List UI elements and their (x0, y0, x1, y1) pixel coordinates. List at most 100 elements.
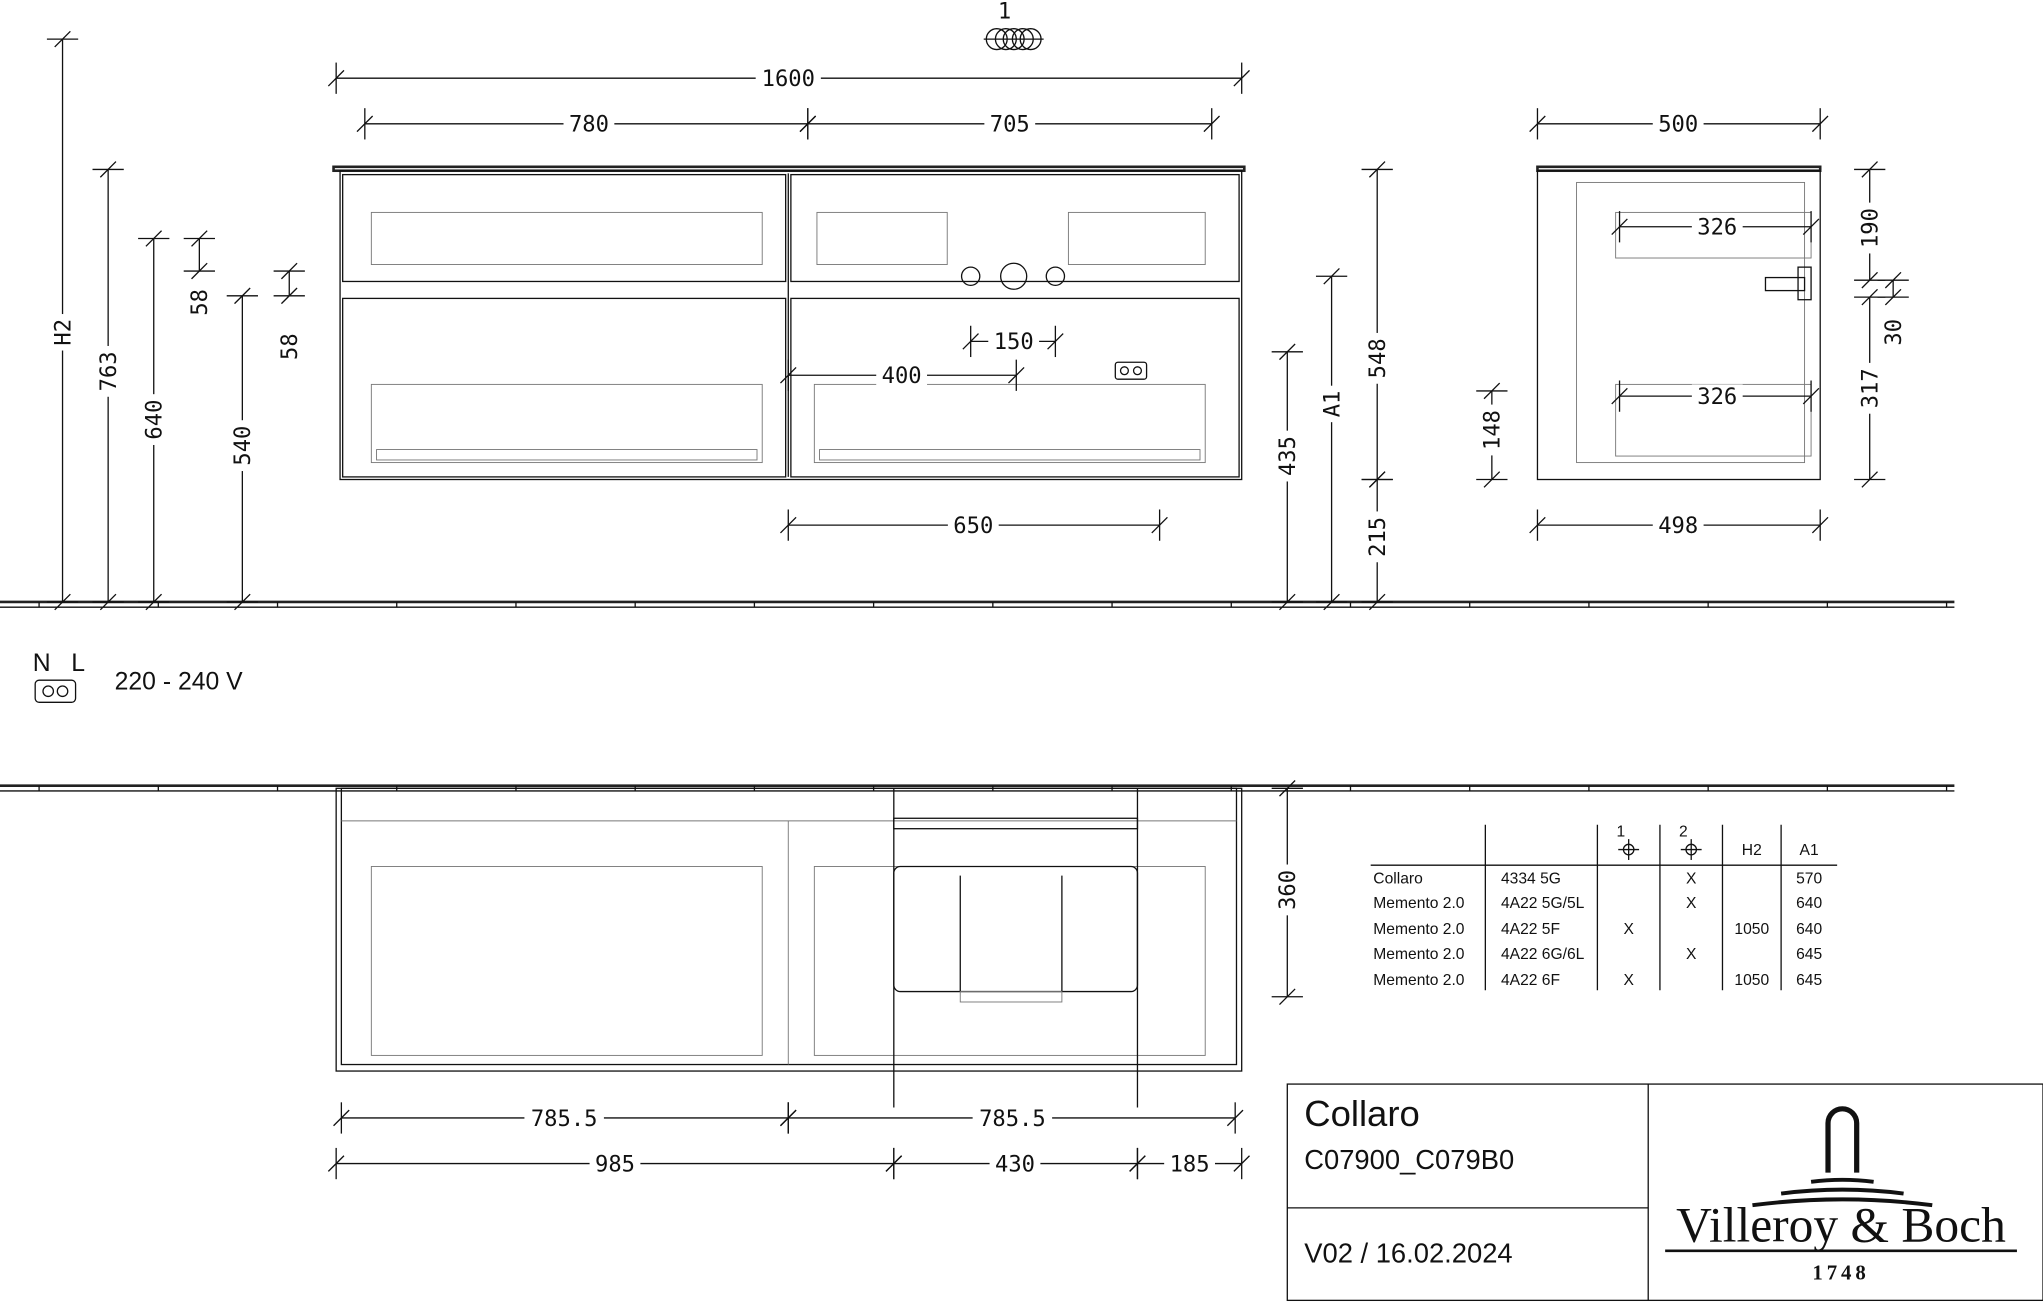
table-cell: Memento 2.0 (1373, 921, 1465, 938)
top-view-cabinet (335, 787, 1243, 1108)
table-row: Memento 2.0 4A22 5G/5L X 640 (1373, 895, 1822, 912)
dim-400-label: 400 (882, 363, 922, 389)
dim-h2: H2 (46, 30, 79, 611)
dim-640: 640 (138, 230, 170, 611)
dim-317-label: 317 (1858, 368, 1884, 408)
view-marker-label: 1 (998, 0, 1011, 24)
dim-400: 400 (779, 359, 1025, 391)
dim-58-a: 58 (183, 230, 215, 321)
dim-30-label: 30 (1881, 319, 1907, 346)
dim-30: 30 (1877, 271, 1909, 351)
dim-58-b: 58 (273, 262, 305, 365)
dim-190-label: 190 (1858, 208, 1884, 248)
dim-190: 190 (1854, 161, 1886, 289)
header-a1: A1 (1800, 842, 1819, 859)
table-cell: Memento 2.0 (1373, 895, 1465, 912)
power-socket-icon (34, 679, 77, 703)
dim-326-upper: 326 (1611, 211, 1820, 243)
neutral-label: N (33, 650, 51, 677)
dim-780: 780 (356, 108, 817, 140)
brand-name: Villeroy & Boch (1676, 1198, 2006, 1253)
dim-h2-label: H2 (50, 319, 76, 346)
dim-540-label: 540 (230, 426, 256, 466)
table-cell: 645 (1796, 946, 1822, 963)
side-view-cabinet (1536, 165, 1822, 481)
dim-435-label: 435 (1275, 436, 1301, 476)
dim-1600-label: 1600 (762, 66, 815, 92)
dim-430-label: 430 (995, 1151, 1035, 1177)
table-cell: 1050 (1734, 921, 1769, 938)
tap-position-icon (1680, 839, 1702, 860)
voltage-label: 220 - 240 V (115, 668, 243, 695)
dim-185: 185 (1129, 1147, 1250, 1180)
view-marker: 1 (983, 0, 1044, 51)
dim-150: 150 (962, 325, 1064, 358)
dim-430: 430 (885, 1147, 1146, 1180)
dim-785-5-left-label: 785.5 (531, 1106, 598, 1132)
table-cell: 4334 5G (1501, 870, 1561, 887)
dim-650-label: 650 (953, 513, 993, 539)
table-cell: Memento 2.0 (1373, 972, 1465, 989)
product-name: Collaro (1304, 1093, 1420, 1134)
dim-540: 540 (226, 287, 258, 611)
table-cell: 4A22 5F (1501, 921, 1560, 938)
brand-year: 1748 (1812, 1261, 1869, 1285)
table-cell: 640 (1796, 895, 1822, 912)
dim-763: 763 (92, 161, 124, 611)
dim-985-label: 985 (595, 1151, 635, 1177)
dim-326-upper-label: 326 (1697, 215, 1737, 241)
villeroy-boch-logo: Villeroy & Boch 1748 (1665, 1106, 2017, 1285)
dim-435: 435 (1271, 343, 1303, 611)
table-cell: Collaro (1373, 870, 1423, 887)
dim-148: 148 (1476, 382, 1508, 488)
socket-icon (1114, 361, 1148, 380)
floor-line-front (0, 600, 1955, 608)
electrical-info: N L 220 - 240 V (33, 650, 243, 703)
dim-360-label: 360 (1275, 870, 1301, 910)
dim-705-label: 705 (990, 112, 1030, 138)
table-cell: 4A22 6G/6L (1501, 946, 1585, 963)
dim-763-label: 763 (96, 351, 122, 391)
header-h2: H2 (1742, 842, 1762, 859)
dim-215: 215 (1361, 471, 1393, 611)
version-date: V02 / 16.02.2024 (1304, 1238, 1512, 1269)
table-cell: 570 (1796, 870, 1822, 887)
header-tap-2: 2 (1679, 824, 1688, 841)
table-cell: X (1623, 972, 1634, 989)
dim-498-label: 498 (1658, 513, 1698, 539)
dim-500-label: 500 (1658, 112, 1698, 138)
table-cell: X (1686, 895, 1697, 912)
table-row: Memento 2.0 4A22 6G/6L X 645 (1373, 946, 1822, 963)
dim-317: 317 (1854, 288, 1886, 488)
dim-a1-label: A1 (1319, 391, 1345, 418)
dim-150-label: 150 (994, 329, 1034, 355)
product-code: C07900_C079B0 (1304, 1144, 1514, 1175)
dim-58-a-label: 58 (187, 289, 213, 316)
dim-548: 548 (1361, 161, 1393, 488)
dim-1600: 1600 (327, 62, 1250, 94)
front-view-cabinet (332, 165, 1246, 481)
dim-498: 498 (1529, 509, 1829, 541)
dim-705: 705 (799, 108, 1221, 140)
table-cell: X (1686, 946, 1697, 963)
dim-650: 650 (779, 509, 1168, 541)
table-cell: 4A22 5G/5L (1501, 895, 1585, 912)
live-label: L (71, 650, 85, 677)
dim-148-label: 148 (1480, 410, 1506, 450)
dim-785-5-left: 785.5 (333, 1102, 797, 1134)
table-cell: Memento 2.0 (1373, 946, 1465, 963)
header-tap-1: 1 (1616, 824, 1625, 841)
table-cell: 4A22 6F (1501, 972, 1560, 989)
dim-a1: A1 (1315, 267, 1348, 611)
dim-326-lower-label: 326 (1697, 384, 1737, 410)
table-cell: X (1623, 921, 1634, 938)
dim-215-label: 215 (1365, 517, 1391, 557)
tap-hole-icons (960, 262, 1066, 290)
table-cell: 645 (1796, 972, 1822, 989)
